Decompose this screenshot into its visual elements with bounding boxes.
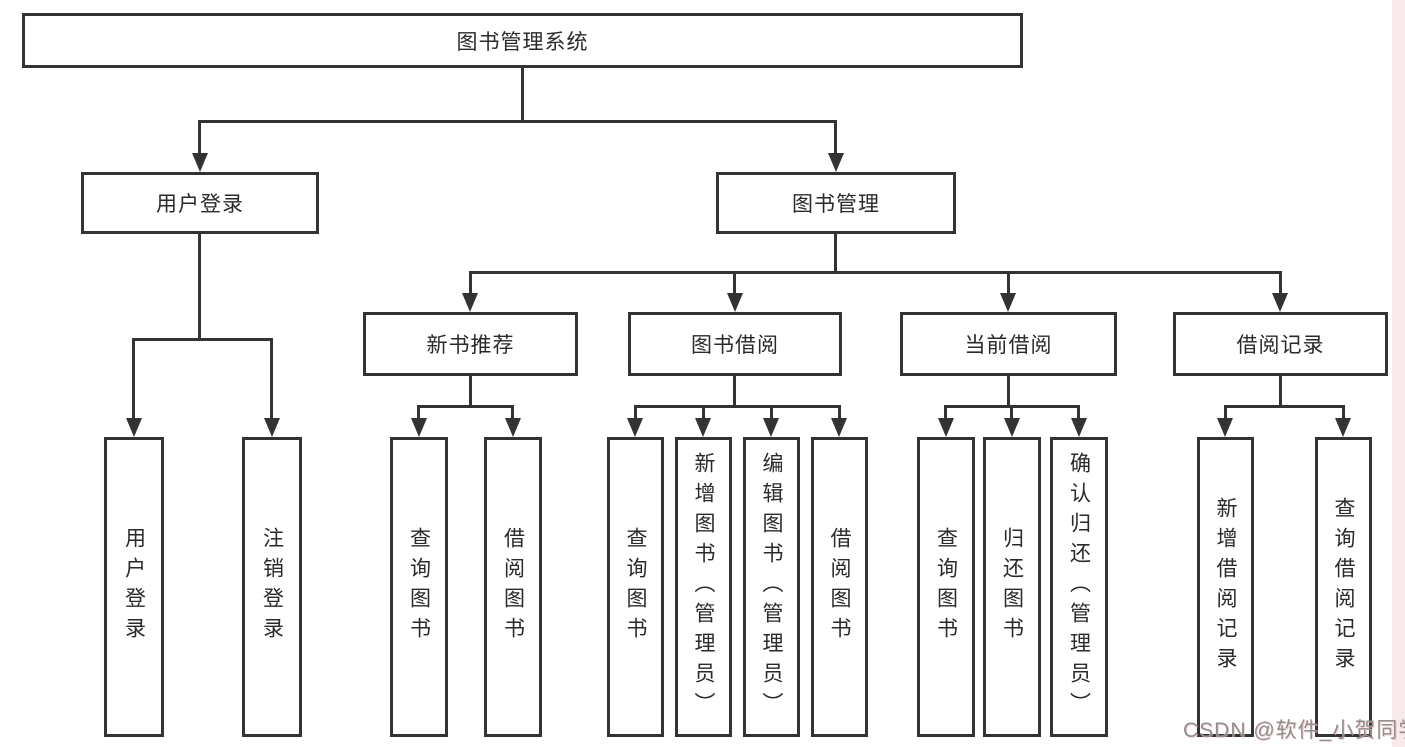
connector-line bbox=[511, 405, 514, 420]
node-new-book-recommend: 新书推荐 bbox=[363, 312, 578, 376]
down-arrow-icon bbox=[411, 418, 427, 437]
node-book-management: 图书管理 bbox=[716, 172, 956, 234]
down-arrow-icon bbox=[938, 418, 954, 437]
node-library-system: 图书管理系统 bbox=[22, 13, 1023, 68]
down-arrow-icon bbox=[264, 418, 280, 437]
connector-line bbox=[132, 338, 273, 341]
connector-line bbox=[469, 376, 472, 408]
connector-line bbox=[834, 234, 837, 272]
leaf-query-borrow-record-label: 查询借阅记录 bbox=[1332, 497, 1355, 677]
node-book-borrowing: 图书借阅 bbox=[628, 312, 842, 376]
leaf-user-login-label: 用户登录 bbox=[122, 527, 146, 647]
connector-line bbox=[198, 120, 201, 156]
leaf-query-books-recommend: 查询图书 bbox=[390, 437, 448, 737]
connector-line bbox=[469, 271, 1282, 274]
down-arrow-icon bbox=[1004, 418, 1020, 437]
connector-line bbox=[1342, 405, 1345, 420]
connector-line bbox=[1224, 405, 1345, 408]
leaf-edit-book-admin-label: 编辑图书（管理员） bbox=[760, 452, 783, 722]
leaf-query-books-current-label: 查询图书 bbox=[934, 527, 958, 647]
connector-line bbox=[469, 271, 472, 295]
connector-line bbox=[1077, 405, 1080, 420]
node-user-login: 用户登录 bbox=[81, 172, 319, 234]
leaf-borrow-books-recommend: 借阅图书 bbox=[484, 437, 542, 737]
node-borrowing-records-label: 借阅记录 bbox=[1236, 334, 1325, 357]
down-arrow-icon bbox=[126, 418, 142, 437]
down-arrow-icon bbox=[695, 418, 711, 437]
connector-line bbox=[417, 405, 514, 408]
connector-line bbox=[733, 271, 736, 295]
connector-line bbox=[198, 120, 836, 123]
node-new-book-recommend-label: 新书推荐 bbox=[426, 334, 515, 357]
down-arrow-icon bbox=[763, 418, 779, 437]
down-arrow-icon bbox=[1335, 418, 1351, 437]
connector-line bbox=[521, 68, 524, 120]
node-user-login-label: 用户登录 bbox=[156, 193, 244, 216]
leaf-add-borrow-record: 新增借阅记录 bbox=[1197, 437, 1254, 737]
node-current-borrowing: 当前借阅 bbox=[900, 312, 1117, 376]
leaf-logout: 注销登录 bbox=[242, 437, 302, 737]
down-arrow-icon bbox=[831, 418, 847, 437]
node-book-management-label: 图书管理 bbox=[792, 193, 880, 216]
connector-line bbox=[634, 405, 841, 408]
down-arrow-icon bbox=[727, 293, 743, 312]
leaf-borrow-books-borrowing: 借阅图书 bbox=[811, 437, 868, 737]
down-arrow-icon bbox=[1272, 293, 1288, 312]
down-arrow-icon bbox=[1000, 293, 1016, 312]
connector-line bbox=[270, 338, 273, 420]
leaf-add-book-admin: 新增图书（管理员） bbox=[675, 437, 732, 737]
connector-line bbox=[132, 338, 135, 420]
connector-line bbox=[1010, 405, 1013, 420]
connector-line bbox=[1224, 405, 1227, 420]
leaf-borrow-books-borrowing-label: 借阅图书 bbox=[828, 527, 851, 647]
connector-line bbox=[198, 234, 201, 340]
leaf-query-books-recommend-label: 查询图书 bbox=[407, 527, 431, 647]
leaf-return-books: 归还图书 bbox=[983, 437, 1041, 737]
leaf-query-borrow-record: 查询借阅记录 bbox=[1315, 437, 1372, 737]
leaf-add-borrow-record-label: 新增借阅记录 bbox=[1214, 497, 1237, 677]
connector-line bbox=[834, 120, 837, 156]
leaf-edit-book-admin: 编辑图书（管理员） bbox=[743, 437, 800, 737]
connector-line bbox=[733, 376, 736, 408]
connector-line bbox=[770, 405, 773, 420]
leaf-add-book-admin-label: 新增图书（管理员） bbox=[692, 452, 715, 722]
leaf-return-books-label: 归还图书 bbox=[1000, 527, 1024, 647]
connector-line bbox=[838, 405, 841, 420]
leaf-logout-label: 注销登录 bbox=[260, 527, 284, 647]
connector-line bbox=[417, 405, 420, 420]
down-arrow-icon bbox=[192, 153, 208, 172]
down-arrow-icon bbox=[462, 293, 478, 312]
leaf-confirm-return-admin-label: 确认归还（管理员） bbox=[1067, 452, 1091, 722]
leaf-user-login: 用户登录 bbox=[104, 437, 164, 737]
node-current-borrowing-label: 当前借阅 bbox=[964, 334, 1053, 357]
leaf-query-books-current: 查询图书 bbox=[917, 437, 975, 737]
node-library-system-label: 图书管理系统 bbox=[456, 30, 589, 54]
connector-line bbox=[1279, 376, 1282, 408]
node-book-borrowing-label: 图书借阅 bbox=[691, 334, 779, 357]
connector-line bbox=[634, 405, 637, 420]
connector-line bbox=[1279, 271, 1282, 295]
leaf-confirm-return-admin: 确认归还（管理员） bbox=[1050, 437, 1108, 737]
connector-line bbox=[944, 405, 947, 420]
node-borrowing-records: 借阅记录 bbox=[1173, 312, 1388, 376]
watermark: CSDN @软件_小贺同学 bbox=[1183, 719, 1405, 742]
down-arrow-icon bbox=[1071, 418, 1087, 437]
leaf-borrow-books-recommend-label: 借阅图书 bbox=[501, 527, 525, 647]
leaf-query-books-borrowing-label: 查询图书 bbox=[624, 527, 647, 647]
connector-line bbox=[702, 405, 705, 420]
down-arrow-icon bbox=[505, 418, 521, 437]
connector-line bbox=[1007, 376, 1010, 408]
down-arrow-icon bbox=[1217, 418, 1233, 437]
leaf-query-books-borrowing: 查询图书 bbox=[607, 437, 664, 737]
down-arrow-icon bbox=[627, 418, 643, 437]
connector-line bbox=[1007, 271, 1010, 295]
down-arrow-icon bbox=[828, 153, 844, 172]
right-edge-strip bbox=[1392, 0, 1405, 747]
